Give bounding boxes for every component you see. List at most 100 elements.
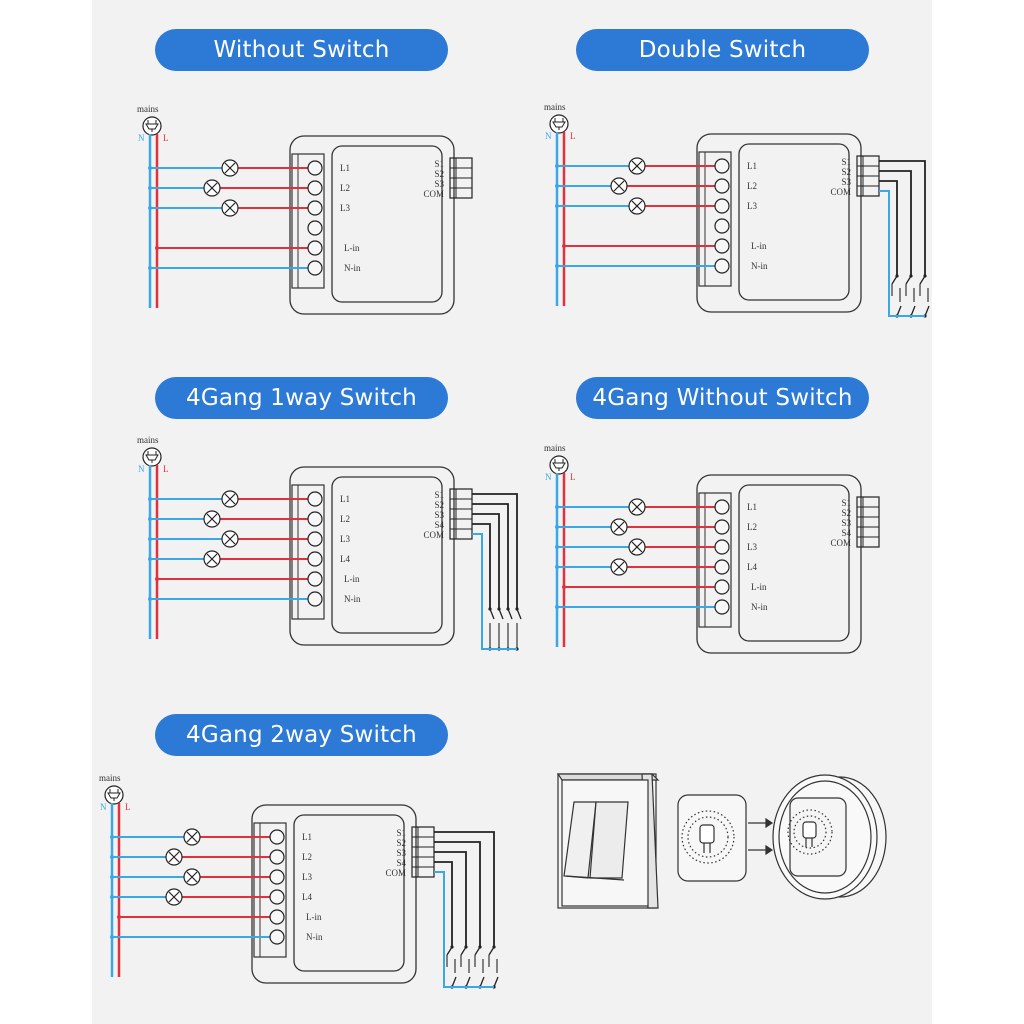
lamp-cross	[631, 541, 643, 553]
terminal-label: N-in	[751, 261, 768, 271]
live-label: L	[570, 131, 576, 141]
lamp-cross	[168, 851, 180, 863]
screw-terminal	[307, 511, 323, 527]
switch-lever	[919, 275, 926, 285]
terminal-label: L-in	[306, 912, 322, 922]
arrows	[748, 817, 774, 856]
screw-terminal	[714, 158, 730, 174]
neutral-label: N	[545, 131, 552, 141]
screw-terminal	[714, 579, 730, 595]
screw-terminal	[307, 180, 323, 196]
terminal-label: L3	[302, 872, 312, 882]
com-wire	[879, 190, 925, 317]
lamp-cross	[224, 202, 236, 214]
lamp-cross	[631, 160, 643, 172]
switch-lever	[451, 976, 457, 988]
switch-terminal-label: S1	[841, 157, 851, 167]
title-double-switch: Double Switch	[576, 29, 869, 71]
module-inner	[738, 143, 850, 301]
switch-terminal-label: S3	[434, 510, 444, 520]
terminal-label: L-in	[751, 241, 767, 251]
switch-wire	[879, 160, 926, 276]
switch-lever	[460, 946, 467, 956]
terminal-label: L3	[340, 203, 350, 213]
lamp-cross	[613, 180, 625, 192]
terminal-block	[698, 492, 732, 628]
mains-label: mains	[544, 102, 566, 112]
switch-lever	[446, 946, 453, 956]
switch-wire	[434, 841, 481, 947]
switch-lever	[507, 608, 513, 620]
screw-terminal	[714, 519, 730, 535]
lamp-cross	[631, 501, 643, 513]
module-body	[251, 804, 417, 984]
switch-wire	[879, 180, 898, 276]
terminal-label: L1	[340, 163, 350, 173]
terminal-label: L3	[340, 534, 350, 544]
screw-terminal	[714, 499, 730, 515]
switch-wire	[472, 513, 500, 609]
screw-terminal	[714, 198, 730, 214]
com-wire	[434, 871, 494, 988]
switch-terminal-label: S2	[434, 169, 444, 179]
terminal-label: L2	[340, 514, 350, 524]
com-wire	[472, 533, 517, 650]
screw-terminal	[307, 531, 323, 547]
terminal-label: L-in	[751, 582, 767, 592]
plug-icon	[104, 785, 124, 805]
screw-terminal	[714, 218, 730, 234]
switch-terminal-label: S1	[841, 498, 851, 508]
terminal-label: L2	[747, 181, 757, 191]
terminal-label: L1	[302, 832, 312, 842]
screw-terminal	[269, 829, 285, 845]
module-inner	[738, 484, 850, 642]
screw-terminal	[307, 571, 323, 587]
switch-terminal-label: S3	[434, 179, 444, 189]
title-without-switch: Without Switch	[155, 29, 448, 71]
screw-terminal	[307, 160, 323, 176]
terminal-block	[253, 822, 287, 958]
terminal-label: L3	[747, 542, 757, 552]
terminal-label: L4	[302, 892, 312, 902]
switch-terminal-label: S3	[396, 848, 406, 858]
neutral-label: N	[545, 472, 552, 482]
title-4gang-without-switch: 4Gang Without Switch	[576, 377, 869, 419]
switch-connector	[411, 826, 435, 878]
lamp-cross	[186, 831, 198, 843]
switch-lever	[474, 946, 481, 956]
module-body	[289, 135, 455, 315]
switch-terminal-label: S4	[396, 858, 406, 868]
wall-switch-2gang	[556, 773, 660, 909]
switch-lever	[896, 305, 902, 317]
switch-terminal-label: COM	[385, 868, 406, 878]
terminal-label: L-in	[344, 243, 360, 253]
switch-terminal-label: S2	[396, 838, 406, 848]
switch-lever	[489, 608, 495, 620]
switch-lever	[465, 976, 471, 988]
terminal-label: L1	[340, 494, 350, 504]
switch-lever	[479, 976, 485, 988]
switch-terminal-label: COM	[830, 538, 851, 548]
switch-terminal-label: S3	[841, 518, 851, 528]
lamp-cross	[613, 561, 625, 573]
live-label: L	[163, 133, 169, 143]
switch-terminal-label: S2	[434, 500, 444, 510]
screw-terminal	[269, 889, 285, 905]
lamp-cross	[224, 533, 236, 545]
module-inner	[331, 476, 443, 634]
screw-terminal	[714, 599, 730, 615]
neutral-label: N	[138, 133, 145, 143]
switch-wire	[434, 851, 467, 947]
lamp-cross	[206, 513, 218, 525]
terminal-label: L2	[302, 852, 312, 862]
plug-glyph	[552, 118, 566, 130]
lamp-cross	[206, 182, 218, 194]
terminal-label: N-in	[344, 263, 361, 273]
switch-lever	[516, 608, 522, 620]
